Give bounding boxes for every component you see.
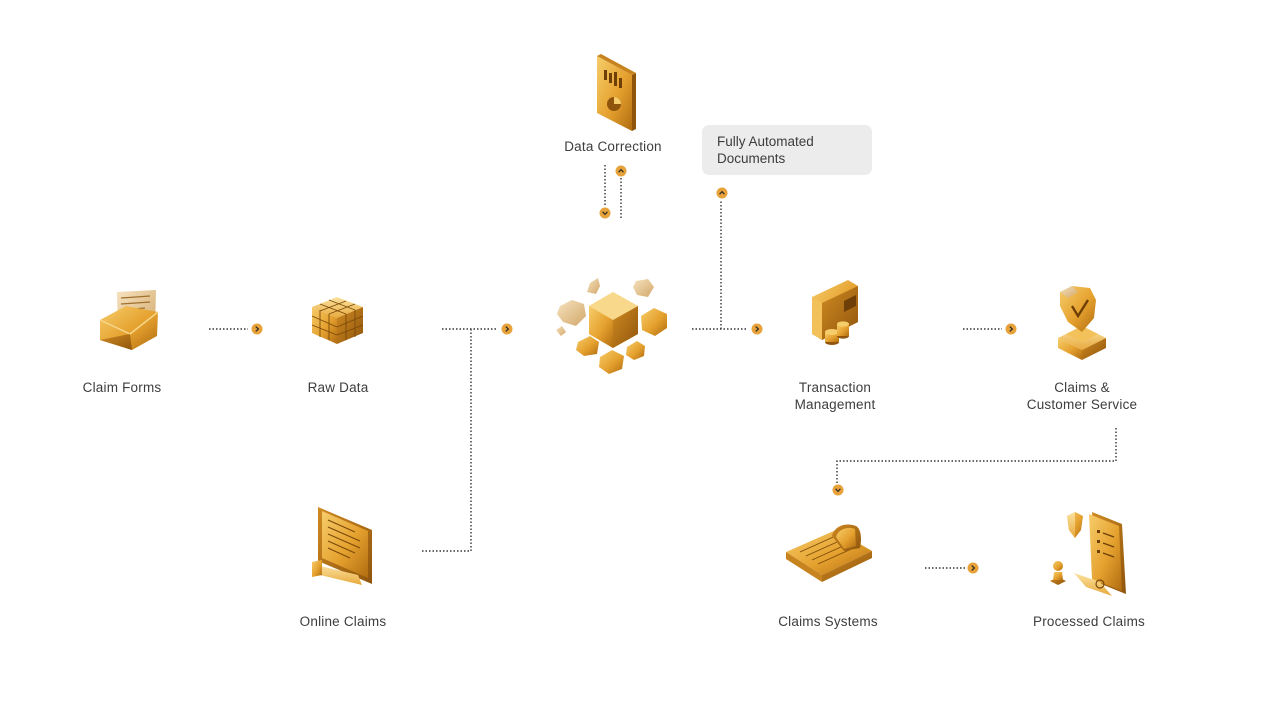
node-label-claims-customer-service: Claims & Customer Service xyxy=(1002,379,1162,413)
node-label-claim-forms: Claim Forms xyxy=(82,380,162,395)
arrow-right-icon xyxy=(1005,323,1017,335)
shield-support-icon xyxy=(1058,286,1106,360)
connector-online-hub xyxy=(422,329,472,552)
badge-line: Fully Automated xyxy=(717,134,814,149)
arrow-dots xyxy=(251,165,1017,574)
monitor-document-icon xyxy=(312,507,372,585)
hexagon-cluster-icon xyxy=(556,278,667,374)
node-label-raw-data: Raw Data xyxy=(307,380,369,395)
fully-automated-documents-badge: Fully Automated Documents xyxy=(702,125,872,175)
processed-document-icon xyxy=(1050,512,1126,596)
arrow-down-icon xyxy=(832,484,844,496)
arrow-right-icon xyxy=(501,323,513,335)
cube-grid-icon xyxy=(311,297,364,344)
wallet-coins-icon xyxy=(812,280,858,345)
node-label-online-claims: Online Claims xyxy=(299,614,387,629)
label-line: Transaction xyxy=(798,380,872,395)
arrow-right-icon xyxy=(251,323,263,335)
envelope-icon xyxy=(99,290,159,350)
label-line: Customer Service xyxy=(1026,397,1138,412)
connectors xyxy=(209,165,1117,569)
arrow-down-icon xyxy=(599,207,611,219)
node-label-claims-systems: Claims Systems xyxy=(778,614,878,629)
arrow-right-icon xyxy=(967,562,979,574)
arrow-up-icon xyxy=(716,187,728,199)
node-label-processed-claims: Processed Claims xyxy=(1033,614,1145,629)
label-line: Management xyxy=(794,397,876,412)
label-line: Claims & xyxy=(1054,380,1110,395)
badge-line: Documents xyxy=(717,151,786,166)
arrow-right-icon xyxy=(751,323,763,335)
arrow-up-icon xyxy=(615,165,627,177)
node-label-data-correction: Data Correction xyxy=(564,139,662,154)
keyboard-laptop-icon xyxy=(786,524,872,582)
node-label-transaction-management: Transaction Management xyxy=(760,379,910,413)
connector-claimscs-systems xyxy=(836,428,1117,483)
report-tablet-icon xyxy=(597,54,636,131)
